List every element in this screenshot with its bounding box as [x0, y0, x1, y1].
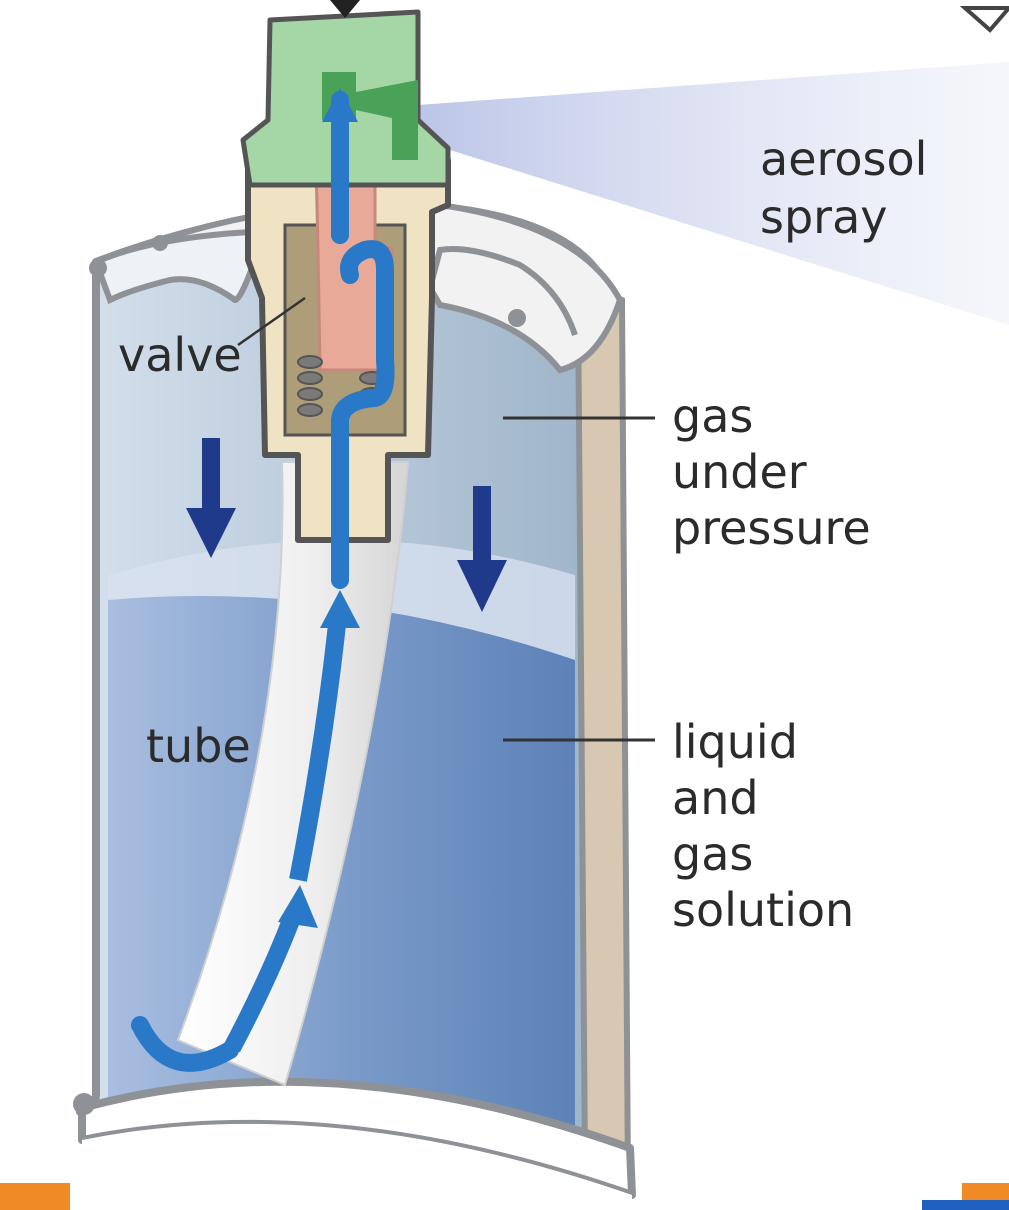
- corner-accent-right-blue: [922, 1200, 1009, 1210]
- rim-bead-left-2: [152, 235, 168, 251]
- valve-label: valve: [118, 328, 242, 382]
- flow-path: [131, 91, 395, 1072]
- aerosol-spray-label: aerosol spray: [760, 132, 928, 244]
- corner-accent-left: [0, 1183, 70, 1210]
- flow-arrowhead-mid: [320, 590, 360, 628]
- valve-leader-line: [237, 296, 306, 347]
- pressure-arrow-right: [457, 486, 507, 612]
- base-bead: [73, 1093, 95, 1115]
- rim-bead-left: [89, 259, 107, 277]
- valve-spring: [297, 355, 385, 417]
- gas-under-pressure-label: gas under pressure: [672, 389, 871, 555]
- rim-bead-right: [508, 309, 526, 327]
- pressure-arrow-left: [186, 438, 236, 558]
- tube-label: tube: [146, 719, 251, 773]
- flow-arrowhead-top: [322, 88, 358, 122]
- flow-arrowhead-low: [278, 885, 318, 928]
- aerosol-spray-cone: [418, 62, 1009, 325]
- liquid-and-gas-solution-label: liquid and gas solution: [672, 715, 855, 937]
- flow-path-lower: [224, 914, 301, 1053]
- corner-pointer-icon: [959, 6, 1009, 33]
- top-pointer-icon: [330, 0, 360, 18]
- flow-path-tube: [289, 614, 347, 882]
- bottom-fill: [82, 1123, 632, 1210]
